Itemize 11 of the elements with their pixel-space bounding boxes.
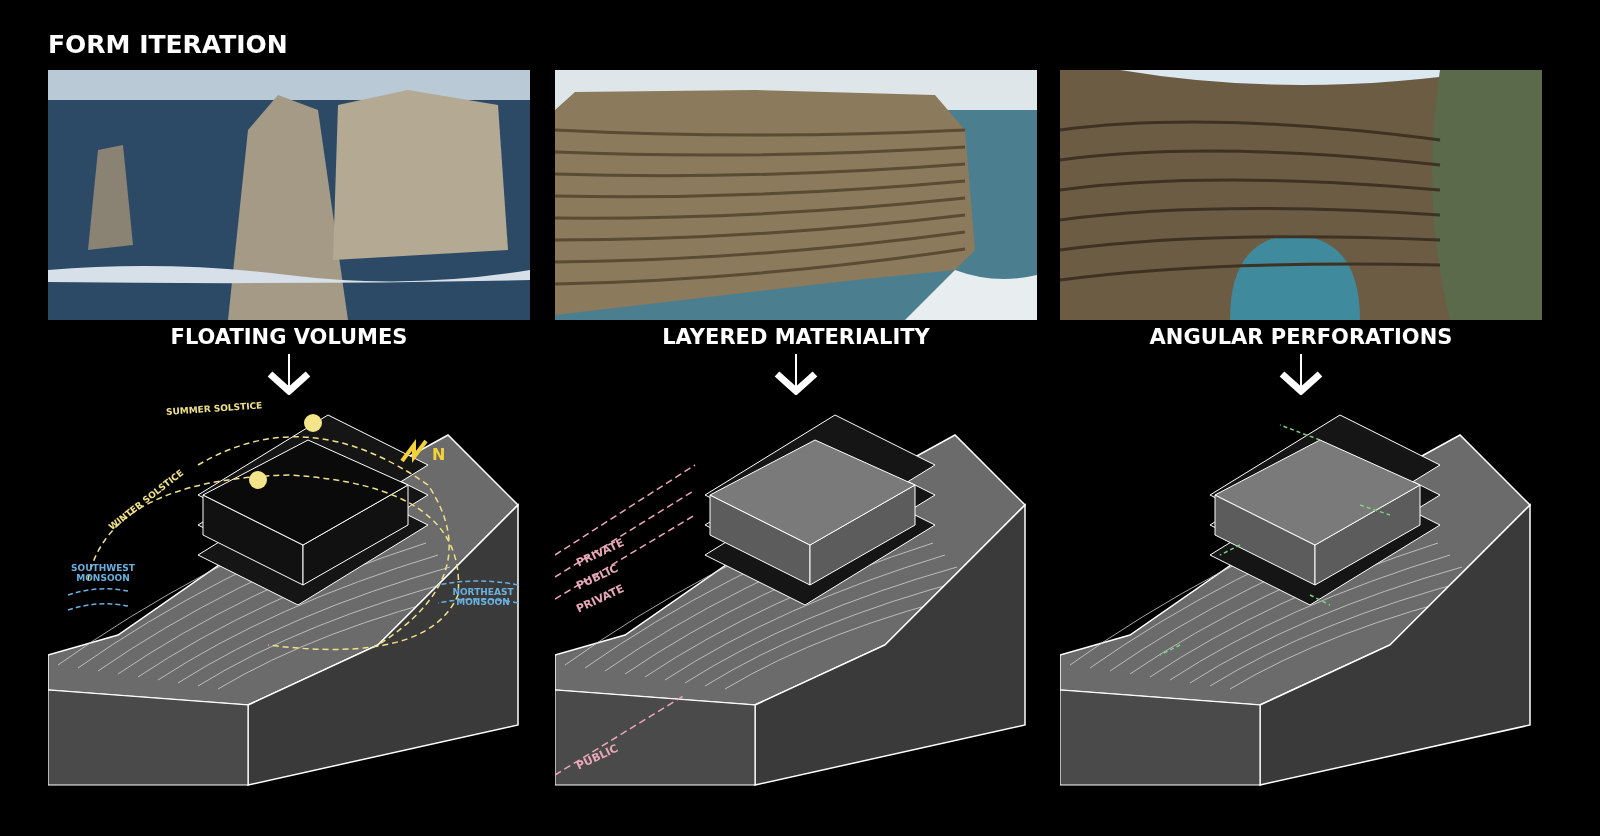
- heading: LAYERED MATERIALITY: [661, 325, 931, 349]
- annotation-label: NORTHEAST MONSOON: [451, 587, 515, 607]
- north-label: N: [432, 445, 446, 464]
- heading: ANGULAR PERFORATIONS: [1148, 325, 1454, 349]
- chevron-arrow: [773, 353, 819, 395]
- diagram-title: FORM ITERATION: [48, 30, 288, 59]
- heading: FLOATING VOLUMES: [169, 325, 409, 349]
- annotation-label: SOUTHWEST MONSOON: [70, 563, 136, 583]
- annotation-label: SUMMER SOLSTICE: [165, 400, 263, 417]
- chevron-arrow: [266, 353, 312, 395]
- chevron-arrow: [1278, 353, 1324, 395]
